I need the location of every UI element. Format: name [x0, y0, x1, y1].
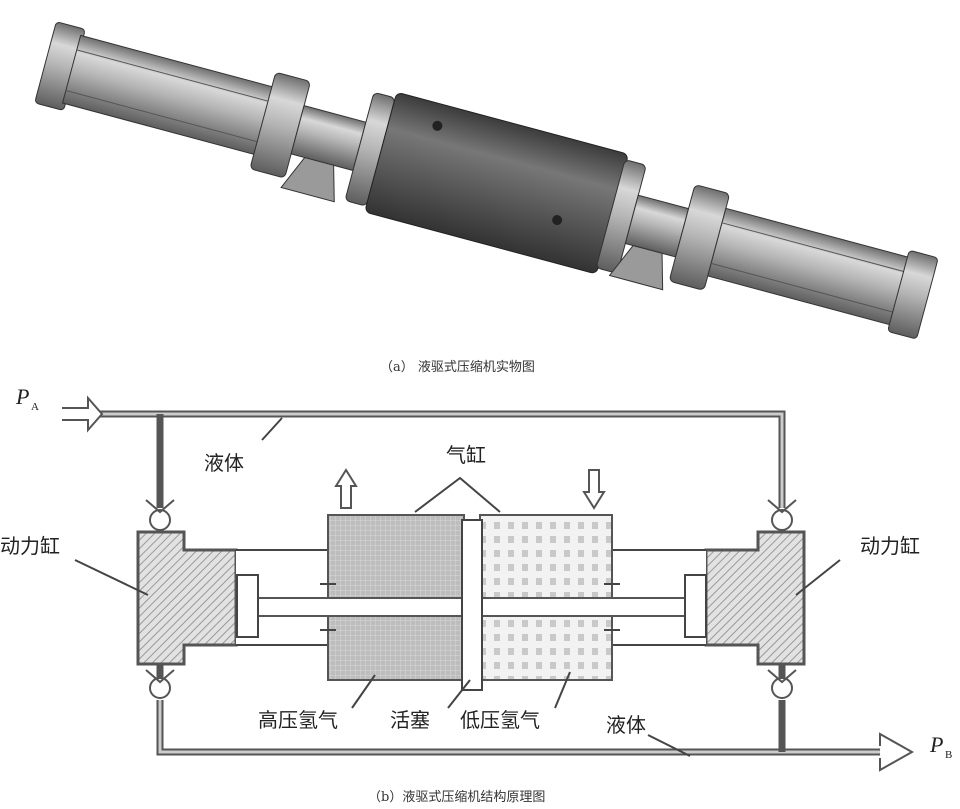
compressor-photo [35, 22, 938, 339]
gas-out-arrow-icon [334, 468, 358, 509]
label-power-cylinder-left: 动力缸 [0, 534, 60, 558]
pressure-a-subscript: A [31, 401, 39, 413]
piston [461, 519, 483, 691]
label-high-pressure-h2: 高压氢气 [258, 708, 338, 732]
gas-in-arrow-icon [582, 469, 606, 510]
pressure-b-label: P [929, 732, 943, 757]
caption-b: （b）液驱式压缩机结构原理图 [368, 789, 545, 805]
power-cylinder-left [136, 530, 238, 666]
label-low-pressure-h2: 低压氢气 [460, 708, 540, 732]
pressure-a-label: P [15, 384, 29, 409]
caption-a: （a） 液驱式压缩机实物图 [380, 359, 535, 375]
outlet-arrow-icon [879, 732, 915, 772]
label-liquid-bottom: 液体 [606, 713, 646, 737]
label-gas-cylinder: 气缸 [446, 443, 486, 467]
power-cylinder-right [704, 530, 806, 666]
inlet-arrow-icon [62, 395, 104, 433]
pressure-b-subscript: B [945, 749, 952, 761]
label-power-cylinder-right: 动力缸 [860, 534, 920, 558]
label-piston: 活塞 [390, 708, 430, 732]
label-liquid-top: 液体 [204, 451, 244, 475]
schematic: P A P B 液体 气缸 动力缸 动力缸 高压氢气 活塞 低压氢气 液体 [0, 384, 952, 772]
